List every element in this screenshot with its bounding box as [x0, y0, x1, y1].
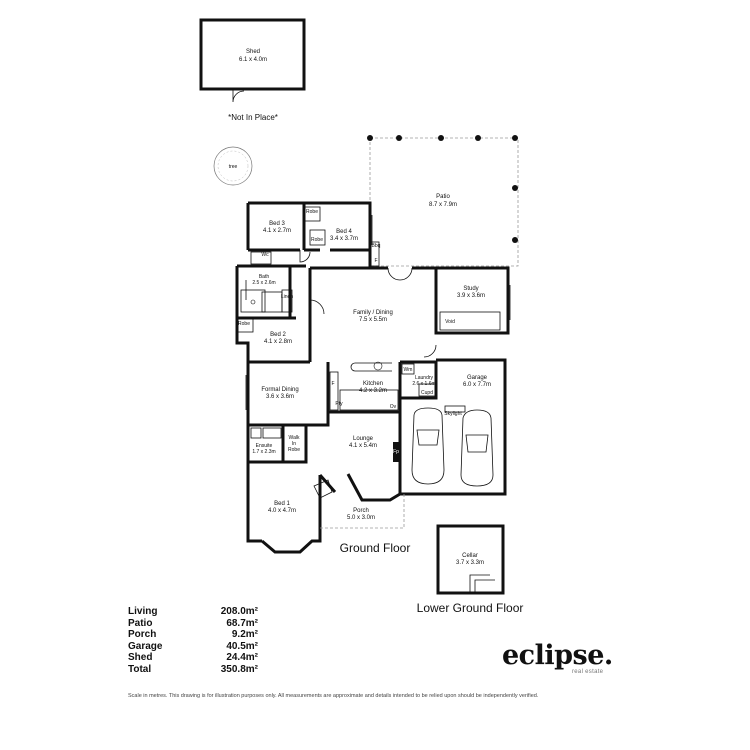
wm-label: Wm: [404, 367, 413, 373]
bed3-name: Bed 3: [269, 221, 285, 227]
cupboard-label: Cupd: [421, 390, 433, 396]
plan-details: [237, 206, 511, 595]
bed4-name: Bed 4: [336, 229, 352, 235]
area-row: Porch 9.2m²: [128, 629, 258, 641]
robe-label: Robe: [238, 321, 250, 327]
laundry-size: 2.6 x 1.6m: [412, 381, 435, 387]
cellar-name: Cellar: [462, 553, 478, 559]
area-name: Shed: [128, 652, 153, 663]
robe-label: Robe: [306, 209, 318, 215]
porch-name: Porch: [353, 508, 369, 514]
linen-label: Linen: [281, 294, 293, 300]
walk-in-robe-line3: Robe: [288, 447, 300, 453]
lounge-size: 4.1 x 5.4m: [349, 443, 377, 449]
patio-size: 8.7 x 7.9m: [429, 202, 457, 208]
area-value: 350.8m²: [220, 663, 258, 675]
area-row: Living 208.0m²: [128, 606, 258, 618]
area-row: Total 350.8m²: [128, 664, 258, 676]
laundry-name: Laundry: [415, 375, 434, 381]
formal-dining-size: 3.6 x 3.6m: [266, 394, 294, 400]
area-row: Garage 40.5m²: [128, 641, 258, 653]
bed3-size: 4.1 x 2.7m: [263, 228, 291, 234]
wc-label: Wc: [261, 252, 269, 258]
area-name: Living: [128, 606, 158, 617]
bed1-name: Bed 1: [274, 501, 290, 507]
garage-name: Garage: [467, 375, 488, 381]
area-name: Garage: [128, 640, 163, 652]
not-in-place-note: *Not In Place*: [228, 113, 278, 122]
area-name: Porch: [128, 629, 157, 640]
family-dining-size: 7.5 x 5.5m: [359, 317, 387, 323]
fridge-label: F: [331, 381, 334, 387]
garage-size: 6.0 x 7.7m: [463, 382, 491, 388]
logo-subtitle: real estate: [572, 669, 604, 675]
ensuite-name: Ensuite: [256, 443, 273, 449]
void-label: Void: [445, 319, 455, 325]
bath-size: 2.5 x 2.6m: [252, 280, 275, 286]
area-value: 208.0m²: [220, 606, 258, 617]
room-labels: Bed 3 4.1 x 2.7m Bed 4 3.4 x 3.7m Robe R…: [238, 209, 491, 566]
patio-area: Patio 8.7 x 7.9m: [367, 135, 519, 267]
fireplace-label: Fp: [393, 449, 399, 455]
ground-floor-heading: Ground Floor: [340, 541, 411, 555]
logo-wordmark: eclipse.: [502, 640, 613, 671]
disclaimer: Scale in metres. This drawing is for ill…: [128, 693, 539, 699]
tree-icon: tree: [213, 146, 253, 186]
area-summary: Living 208.0m² Patio 68.7m² Porch 9.2m² Gar…: [128, 606, 258, 675]
area-value: 9.2m²: [231, 629, 258, 640]
bed4-size: 3.4 x 3.7m: [330, 236, 358, 242]
bath-name: Bath: [259, 274, 270, 280]
bbq-label: Bbq: [372, 243, 381, 249]
ensuite-size: 1.7 x 2.3m: [252, 449, 275, 455]
formal-dining-name: Formal Dining: [261, 387, 298, 393]
bed2-name: Bed 2: [270, 332, 286, 338]
house-walls: [235, 201, 510, 554]
area-value: 40.5m²: [226, 640, 258, 652]
kitchen-size: 4.2 x 3.2m: [359, 388, 387, 394]
study-name: Study: [463, 286, 478, 292]
robe-label: Robe: [311, 237, 323, 243]
tree-label: tree: [229, 164, 238, 170]
area-name: Patio: [128, 617, 153, 629]
skylight-label: Skylight: [444, 411, 462, 417]
bed2-size: 4.1 x 2.8m: [264, 339, 292, 345]
area-value: 68.7m²: [226, 617, 258, 629]
oven-label: Ov: [390, 404, 397, 410]
patio-name: Patio: [436, 194, 450, 200]
fridge-label: F: [374, 258, 377, 264]
shed-block: Shed 6.1 x 4.0m *Not In Place*: [199, 18, 306, 122]
cellar-size: 3.7 x 3.3m: [456, 560, 484, 566]
bed1-size: 4.0 x 4.7m: [268, 508, 296, 514]
porch-size: 5.0 x 3.0m: [347, 515, 375, 521]
area-row: Patio 68.7m²: [128, 618, 258, 630]
area-name: Total: [128, 663, 152, 675]
area-row: Shed 24.4m²: [128, 652, 258, 664]
kitchen-name: Kitchen: [363, 381, 383, 387]
walk-in-robe-line1: Walk: [289, 435, 300, 441]
shed-name: Shed: [246, 49, 260, 55]
car-icon: [460, 409, 494, 487]
area-value: 24.4m²: [226, 652, 258, 663]
shed-size: 6.1 x 4.0m: [239, 57, 267, 63]
lounge-name: Lounge: [353, 436, 374, 442]
study-size: 3.9 x 3.6m: [457, 293, 485, 299]
walk-in-robe-line2: In: [292, 441, 296, 447]
eclipse-logo: eclipse. real estate: [502, 640, 632, 680]
pantry-label: Pty: [335, 401, 343, 407]
car-icon: [411, 407, 445, 485]
lower-ground-floor-heading: Lower Ground Floor: [417, 601, 524, 615]
family-dining-name: Family / Dining: [353, 310, 393, 316]
